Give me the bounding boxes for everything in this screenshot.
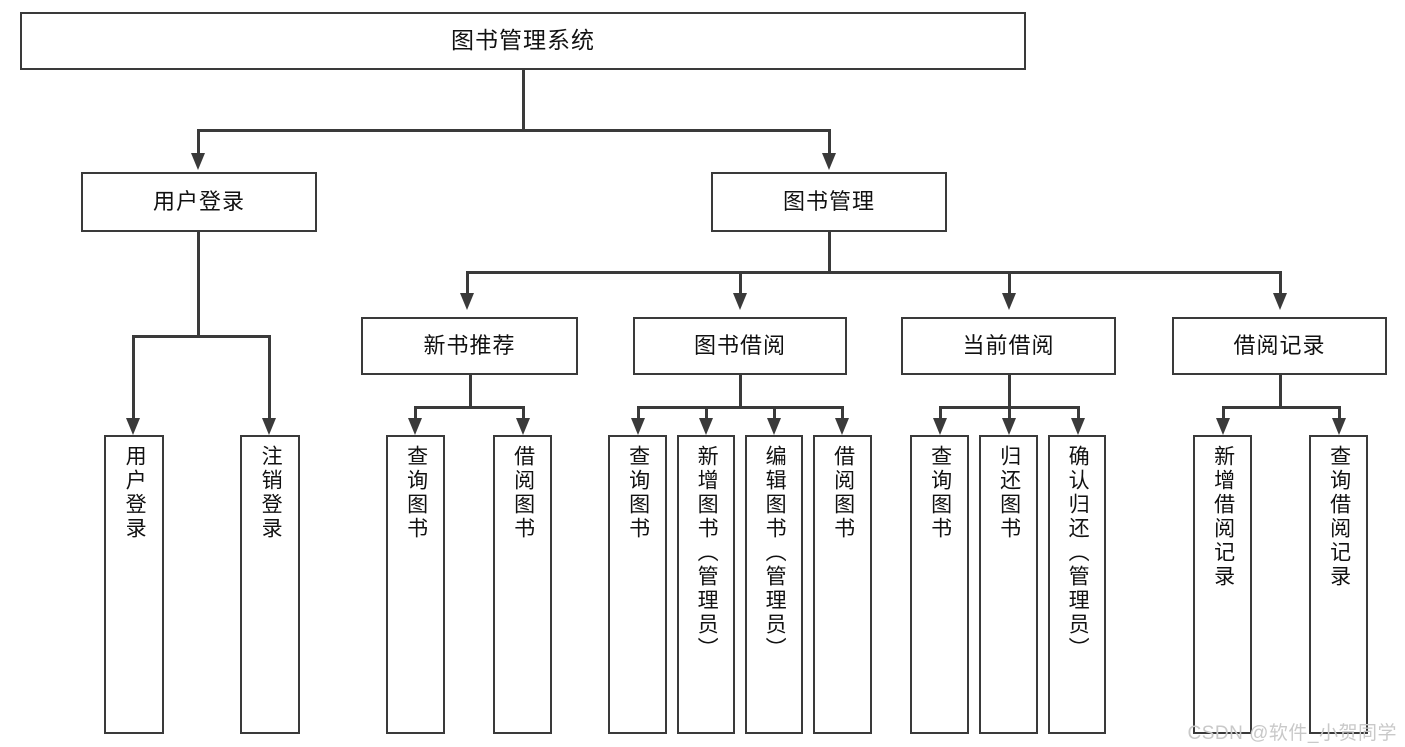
connector-to-book-borrow [739, 271, 742, 295]
connector-borrow-record-leaf-1 [1222, 406, 1225, 420]
arrowhead-user-login [191, 153, 205, 170]
node-label: 新增借阅记录 [1211, 445, 1235, 589]
arrowhead-current-borrow [1002, 293, 1016, 310]
node-label: 查询图书 [404, 445, 428, 541]
connector-book-borrow-leaf-2 [705, 406, 708, 420]
leaf-borrow-record-query-record[interactable]: 查询借阅记录 [1309, 435, 1368, 734]
connector-current-borrow-stem [1008, 375, 1011, 408]
arrowhead-book-borrow [733, 293, 747, 310]
arrowhead-current-borrow-leaf-2 [1002, 418, 1016, 435]
arrowhead-book-borrow-leaf-2 [699, 418, 713, 435]
node-label: 编辑图书（管理员） [763, 445, 787, 661]
connector-to-new-book [466, 271, 469, 295]
node-user-login[interactable]: 用户登录 [81, 172, 317, 232]
leaf-book-borrow-edit-book-admin[interactable]: 编辑图书（管理员） [745, 435, 803, 734]
leaf-logout[interactable]: 注销登录 [240, 435, 300, 734]
arrowhead-current-borrow-leaf-3 [1071, 418, 1085, 435]
node-label: 用户登录 [123, 445, 147, 541]
connector-user-login-leaf-1 [132, 335, 135, 420]
arrowhead-leaf-logout [262, 418, 276, 435]
arrowhead-current-borrow-leaf-1 [933, 418, 947, 435]
node-new-book-recommend[interactable]: 新书推荐 [361, 317, 578, 375]
leaf-book-borrow-query-book[interactable]: 查询图书 [608, 435, 667, 734]
connector-new-book-leaf-2 [522, 406, 525, 420]
arrowhead-borrow-record-leaf-1 [1216, 418, 1230, 435]
arrowhead-new-book-leaf-1 [408, 418, 422, 435]
arrowhead-book-manage [822, 153, 836, 170]
arrowhead-book-borrow-leaf-4 [835, 418, 849, 435]
node-label: 查询图书 [928, 445, 952, 541]
leaf-user-login[interactable]: 用户登录 [104, 435, 164, 734]
arrowhead-leaf-user-login [126, 418, 140, 435]
node-root-system[interactable]: 图书管理系统 [20, 12, 1026, 70]
connector-root-to-user-login [197, 129, 200, 155]
node-label: 图书管理 [782, 188, 875, 214]
node-label: 查询图书 [626, 445, 650, 541]
connector-book-borrow-leaf-4 [841, 406, 844, 420]
connector-new-book-stem [469, 375, 472, 408]
leaf-current-borrow-query-book[interactable]: 查询图书 [910, 435, 969, 734]
connector-book-borrow-leaf-1 [637, 406, 640, 420]
connector-root-bus [197, 129, 830, 132]
arrowhead-book-borrow-leaf-3 [767, 418, 781, 435]
node-label: 图书借阅 [693, 332, 786, 358]
connector-book-borrow-leaf-3 [773, 406, 776, 420]
connector-borrow-record-bus [1222, 406, 1340, 409]
connector-book-manage-bus [466, 271, 1281, 274]
node-label: 借阅图书 [831, 445, 855, 541]
node-label: 确认归还（管理员） [1066, 445, 1090, 661]
connector-new-book-leaf-1 [414, 406, 417, 420]
leaf-new-book-borrow-book[interactable]: 借阅图书 [493, 435, 552, 734]
arrowhead-new-book-leaf-2 [516, 418, 530, 435]
connector-current-borrow-leaf-3 [1077, 406, 1080, 420]
node-borrow-record[interactable]: 借阅记录 [1172, 317, 1387, 375]
node-label: 新增图书（管理员） [695, 445, 719, 661]
connector-root-stem [522, 70, 525, 130]
node-current-borrow[interactable]: 当前借阅 [901, 317, 1116, 375]
connector-new-book-bus [414, 406, 524, 409]
connector-to-current-borrow [1008, 271, 1011, 295]
leaf-book-borrow-borrow-book[interactable]: 借阅图书 [813, 435, 872, 734]
leaf-book-borrow-add-book-admin[interactable]: 新增图书（管理员） [677, 435, 735, 734]
arrowhead-new-book [460, 293, 474, 310]
node-book-borrow[interactable]: 图书借阅 [633, 317, 847, 375]
node-label: 图书管理系统 [451, 27, 595, 54]
node-label: 用户登录 [152, 188, 245, 214]
leaf-new-book-query-book[interactable]: 查询图书 [386, 435, 445, 734]
node-label: 借阅记录 [1233, 332, 1326, 358]
connector-to-borrow-record [1279, 271, 1282, 295]
connector-user-login-leaf-2 [268, 335, 271, 420]
connector-borrow-record-leaf-2 [1338, 406, 1341, 420]
connector-current-borrow-leaf-1 [939, 406, 942, 420]
arrowhead-book-borrow-leaf-1 [631, 418, 645, 435]
connector-user-login-stem [197, 232, 200, 336]
connector-book-manage-stem [828, 232, 831, 273]
leaf-current-borrow-confirm-return-admin[interactable]: 确认归还（管理员） [1048, 435, 1106, 734]
arrowhead-borrow-record [1273, 293, 1287, 310]
connector-user-login-bus [132, 335, 270, 338]
connector-book-borrow-stem [739, 375, 742, 408]
leaf-borrow-record-add-record[interactable]: 新增借阅记录 [1193, 435, 1252, 734]
connector-borrow-record-stem [1279, 375, 1282, 408]
node-label: 查询借阅记录 [1327, 445, 1351, 589]
node-label: 借阅图书 [511, 445, 535, 541]
connector-root-to-book-manage [828, 129, 831, 155]
connector-book-borrow-bus [637, 406, 843, 409]
node-label: 当前借阅 [962, 332, 1055, 358]
node-label: 新书推荐 [423, 332, 516, 358]
node-book-manage[interactable]: 图书管理 [711, 172, 947, 232]
node-label: 注销登录 [259, 445, 283, 541]
node-label: 归还图书 [997, 445, 1021, 541]
leaf-current-borrow-return-book[interactable]: 归还图书 [979, 435, 1038, 734]
connector-current-borrow-leaf-2 [1008, 406, 1011, 420]
arrowhead-borrow-record-leaf-2 [1332, 418, 1346, 435]
